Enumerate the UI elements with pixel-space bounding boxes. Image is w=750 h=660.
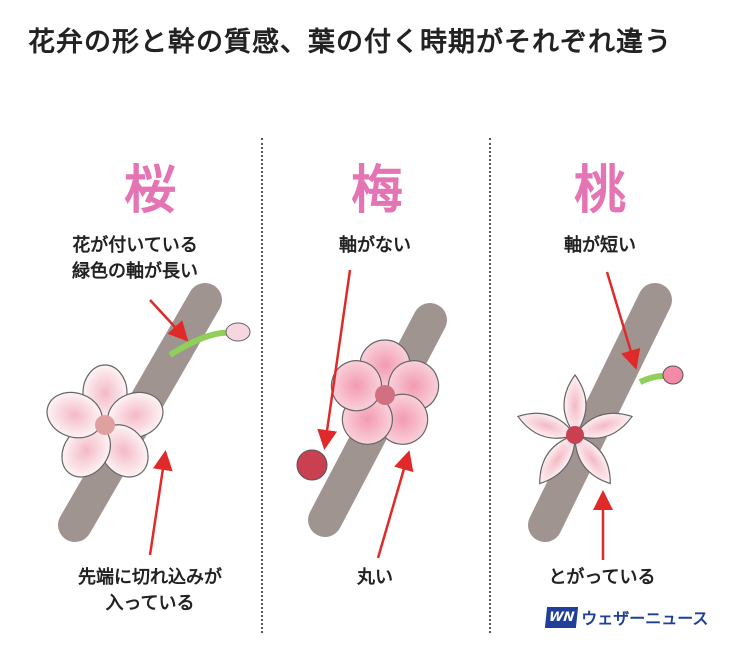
momo-bud: [662, 365, 684, 385]
label-line: 入っている: [105, 593, 195, 614]
logo-mark: WN: [544, 606, 579, 628]
ume-flower: [330, 339, 440, 445]
page-title: 花弁の形と幹の質感、葉の付く時期がそれぞれ違う: [28, 27, 672, 58]
sakura-flower: [46, 364, 164, 478]
weathernews-logo: WN ウェザーニュース: [544, 605, 709, 629]
column-divider: [489, 138, 491, 633]
label-line: 花が付いている: [72, 235, 198, 256]
sakura-top-label: 花が付いている 緑色の軸が長い: [25, 233, 245, 285]
arrow: [317, 269, 352, 450]
momo-branch: [528, 283, 672, 542]
label-line: 緑色の軸が長い: [72, 261, 198, 282]
heading-sakura: 桜: [123, 161, 176, 221]
momo-top-label: 軸が短い: [564, 235, 636, 256]
momo-flower: [516, 373, 634, 485]
ume-bud: [296, 449, 328, 481]
logo-text: ウェザーニュース: [581, 609, 709, 628]
momo-illustration: [516, 271, 684, 560]
sakura-illustration: [46, 283, 251, 556]
arrow: [149, 299, 189, 342]
momo-bottom-label: とがっている: [548, 567, 656, 588]
arrow: [605, 271, 641, 370]
column-divider: [261, 138, 263, 633]
ume-illustration: [296, 269, 447, 559]
sakura-bud: [225, 322, 251, 342]
sakura-bottom-label: 先端に切れ込みが 入っている: [40, 565, 260, 617]
ume-bottom-label: 丸い: [357, 567, 393, 588]
arrow: [376, 450, 414, 559]
ume-top-label: 軸がない: [339, 235, 411, 256]
heading-ume: 梅: [350, 161, 403, 221]
heading-momo: 桃: [573, 161, 626, 221]
arrow: [148, 450, 173, 556]
label-line: 先端に切れ込みが: [78, 567, 222, 588]
